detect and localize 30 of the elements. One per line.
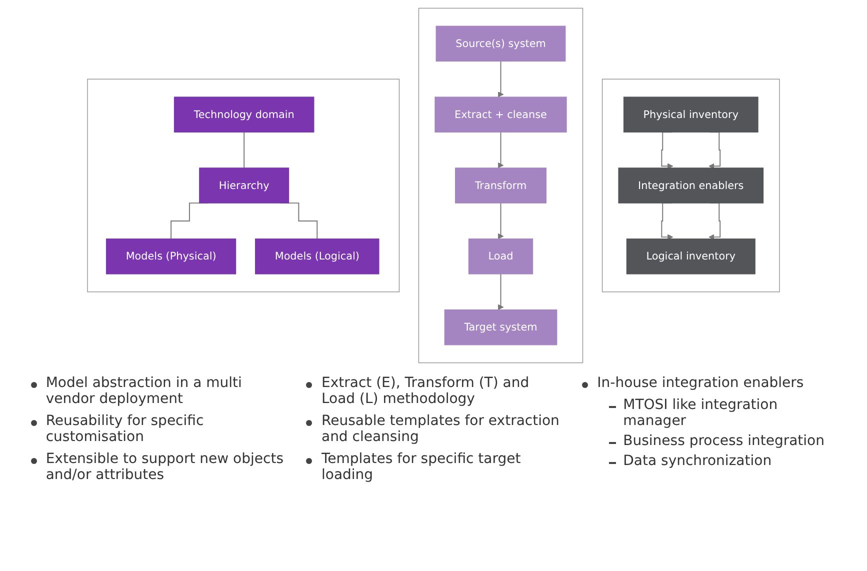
bullet-text: In-house integration enablers: [597, 375, 804, 391]
node-box: Technology domain: [174, 96, 314, 132]
arrow: [498, 132, 504, 168]
node-box: Physical inventory: [623, 96, 758, 132]
bullet-text: Model abstraction in a multi vendor deployment: [46, 375, 242, 407]
node-box: Hierarchy: [199, 168, 290, 204]
arrow: [498, 274, 504, 310]
arrow: [498, 202, 504, 240]
bullet-text: Reusable templates for extraction and cleansing: [321, 413, 560, 445]
cluster: [87, 78, 400, 292]
bullet-text: Data synchronization: [623, 453, 772, 469]
bullet-text: Extensible to support new objects and/or attributes: [46, 451, 284, 483]
bullet-text: Reusability for specific customisation: [46, 413, 204, 445]
cluster: [602, 78, 780, 292]
node-box: Integration enablers: [618, 168, 764, 204]
node-box: Extract + cleanse: [434, 96, 567, 132]
bullet-text: Business process integration: [623, 433, 824, 449]
node-box: Logical inventory: [626, 238, 756, 274]
node-box: Models (Physical): [106, 238, 236, 274]
connector: [244, 132, 245, 168]
bullet-text: Extract (E), Transform (T) and Load (L) methodology: [321, 375, 530, 407]
node-box: Transform: [455, 168, 546, 204]
cluster: [418, 8, 584, 364]
bullet-text: Templates for specific target loading: [321, 451, 521, 483]
bullet-text: MTOSI like integration manager: [623, 397, 778, 429]
node-box: Source(s) system: [436, 26, 566, 62]
node-box: Models (Logical): [255, 238, 380, 274]
node-box: Load: [468, 238, 534, 274]
arrow: [498, 60, 504, 98]
node-box: Target system: [444, 309, 558, 346]
